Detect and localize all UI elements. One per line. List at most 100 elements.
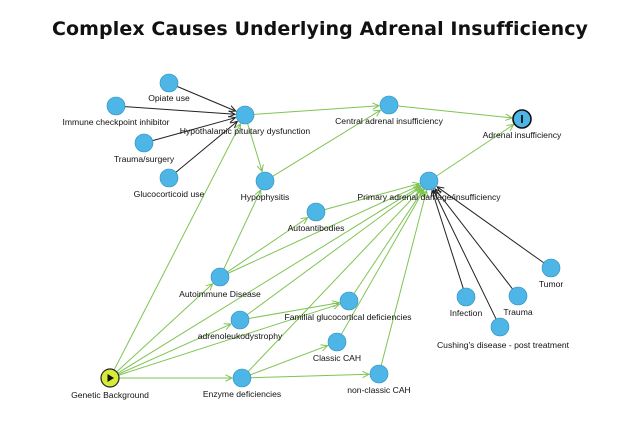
edge-arrowhead (362, 370, 371, 379)
node-circle (230, 310, 250, 330)
edges-layer (113, 86, 544, 382)
edge-line (431, 190, 464, 289)
node-hypophysitis[interactable] (255, 171, 275, 191)
node-genetic[interactable] (100, 368, 120, 388)
edge-genetic-to-ald (118, 323, 232, 375)
node-cushing[interactable] (490, 317, 510, 337)
edge-nonclassic_cah-to-primary (380, 189, 429, 366)
edge-line (341, 189, 425, 335)
node-circle (541, 258, 561, 278)
edge-arrowhead (225, 374, 234, 382)
node-label-trauma: Trauma (503, 307, 533, 317)
edge-line (353, 189, 424, 294)
edge-cushing-to-primary (432, 188, 497, 320)
edge-line (116, 283, 213, 373)
edge-arrowhead (434, 188, 442, 197)
node-infection[interactable] (456, 287, 476, 307)
edge-line (253, 105, 380, 115)
edge-trauma-to-primary (434, 188, 513, 290)
node-circle (490, 317, 510, 337)
node-label-gluco_use: Glucocorticoid use (134, 189, 205, 199)
node-label-genetic: Genetic Background (71, 390, 149, 400)
node-central_ai[interactable] (379, 95, 399, 115)
node-label-adrenal_ins: Adrenal insufficiency (483, 130, 562, 140)
edge-arrowhead (432, 188, 440, 198)
edge-line (248, 302, 340, 319)
edge-hypophysitis-to-central_ai (272, 109, 382, 177)
diagram-title: Complex Causes Underlying Adrenal Insuff… (51, 18, 589, 40)
edge-line (272, 109, 381, 177)
node-trauma_surgery[interactable] (134, 133, 154, 153)
node-circle (159, 168, 179, 188)
edge-genetic-to-hpd (113, 122, 241, 371)
node-label-familial: Familial glucocortical deficiencies (284, 312, 411, 322)
node-opiate[interactable] (159, 73, 179, 93)
node-label-classic_cah: Classic CAH (313, 353, 361, 363)
node-label-enzyme: Enzyme deficiencies (203, 389, 281, 399)
edge-autoimmune-to-hypophysitis (223, 189, 262, 270)
edge-hpd-to-hypophysitis (247, 123, 264, 173)
node-classic_cah[interactable] (327, 332, 347, 352)
node-primary[interactable] (419, 171, 439, 191)
node-label-ald: adrenoleukodystrophy (198, 331, 283, 341)
node-autoimmune[interactable] (210, 267, 230, 287)
node-ici[interactable] (106, 96, 126, 116)
edge-arrowhead (234, 122, 241, 132)
node-trauma[interactable] (508, 286, 528, 306)
edge-autoimmune-to-autoantibodies (227, 216, 309, 273)
play-icon (107, 374, 114, 382)
node-tumor[interactable] (541, 258, 561, 278)
node-circle (379, 95, 399, 115)
node-circle (327, 332, 347, 352)
node-gluco_use[interactable] (159, 168, 179, 188)
node-label-ici: Immune checkpoint inhibitor (63, 117, 170, 127)
edge-line (380, 190, 427, 366)
edge-line (246, 186, 422, 316)
edge-arrowhead (505, 113, 514, 121)
edge-enzyme-to-classic_cah (250, 344, 329, 376)
edge-line (223, 189, 262, 270)
node-circle (106, 96, 126, 116)
edge-line (152, 117, 236, 142)
edge-enzyme-to-primary (247, 187, 423, 372)
edge-arrowhead (254, 189, 262, 198)
node-familial[interactable] (339, 291, 359, 311)
edge-line (324, 183, 420, 211)
node-hpd[interactable] (235, 105, 255, 125)
node-circle (306, 202, 326, 222)
node-adrenal_ins[interactable] (512, 109, 532, 129)
edge-primary-to-adrenal_ins (436, 123, 515, 177)
edge-ald-to-primary (246, 186, 422, 316)
node-label-autoimmune: Autoimmune Disease (179, 289, 261, 299)
node-circle (419, 171, 439, 191)
node-label-hpd: Hypothalamic pituitary dysfunction (180, 126, 311, 136)
node-circle (369, 364, 389, 384)
edge-enzyme-to-nonclassic_cah (250, 370, 371, 379)
edge-line (250, 373, 370, 379)
edge-line (432, 189, 497, 320)
node-circle (235, 105, 255, 125)
edge-trauma_surgery-to-hpd (152, 115, 237, 142)
edge-ici-to-hpd (124, 106, 237, 118)
edge-line (113, 123, 241, 371)
edge-arrowhead (332, 300, 341, 308)
node-nonclassic_cah[interactable] (369, 364, 389, 384)
node-label-trauma_surgery: Trauma/surgery (114, 154, 175, 164)
edge-arrowhead (506, 123, 515, 132)
edge-line (397, 105, 513, 119)
edge-line (436, 124, 514, 177)
edge-line (434, 188, 513, 290)
edge-arrowhead (320, 344, 329, 352)
edge-arrowhead (228, 115, 237, 123)
node-label-primary: Primary adrenal damage/insufficiency (357, 192, 501, 202)
node-label-central_ai: Central adrenal insufficiency (335, 116, 444, 126)
node-enzyme[interactable] (232, 368, 252, 388)
node-circle (255, 171, 275, 191)
node-ald[interactable] (230, 310, 250, 330)
edge-genetic-to-primary (117, 185, 422, 374)
node-autoantibodies[interactable] (306, 202, 326, 222)
edge-line (247, 123, 263, 172)
edge-line (117, 185, 421, 374)
edge-central_ai-to-adrenal_ins (397, 105, 514, 121)
